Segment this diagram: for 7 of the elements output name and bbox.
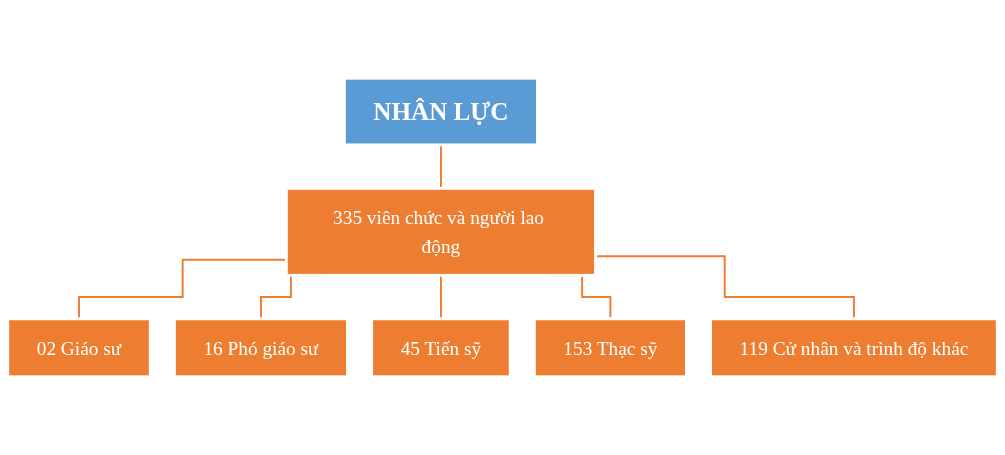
node-box: 335 viên chức và người lao động [284, 186, 597, 277]
node-box: 45 Tiến sỹ [370, 317, 512, 379]
node-box: NHÂN LỰC [342, 76, 539, 147]
node-box: 119 Cử nhân và trình độ khác [709, 317, 999, 379]
node-box: 153 Thạc sỹ [532, 317, 688, 379]
node-box: 02 Giáo sư [6, 317, 152, 379]
node-box: 16 Phó giáo sư [172, 317, 349, 379]
